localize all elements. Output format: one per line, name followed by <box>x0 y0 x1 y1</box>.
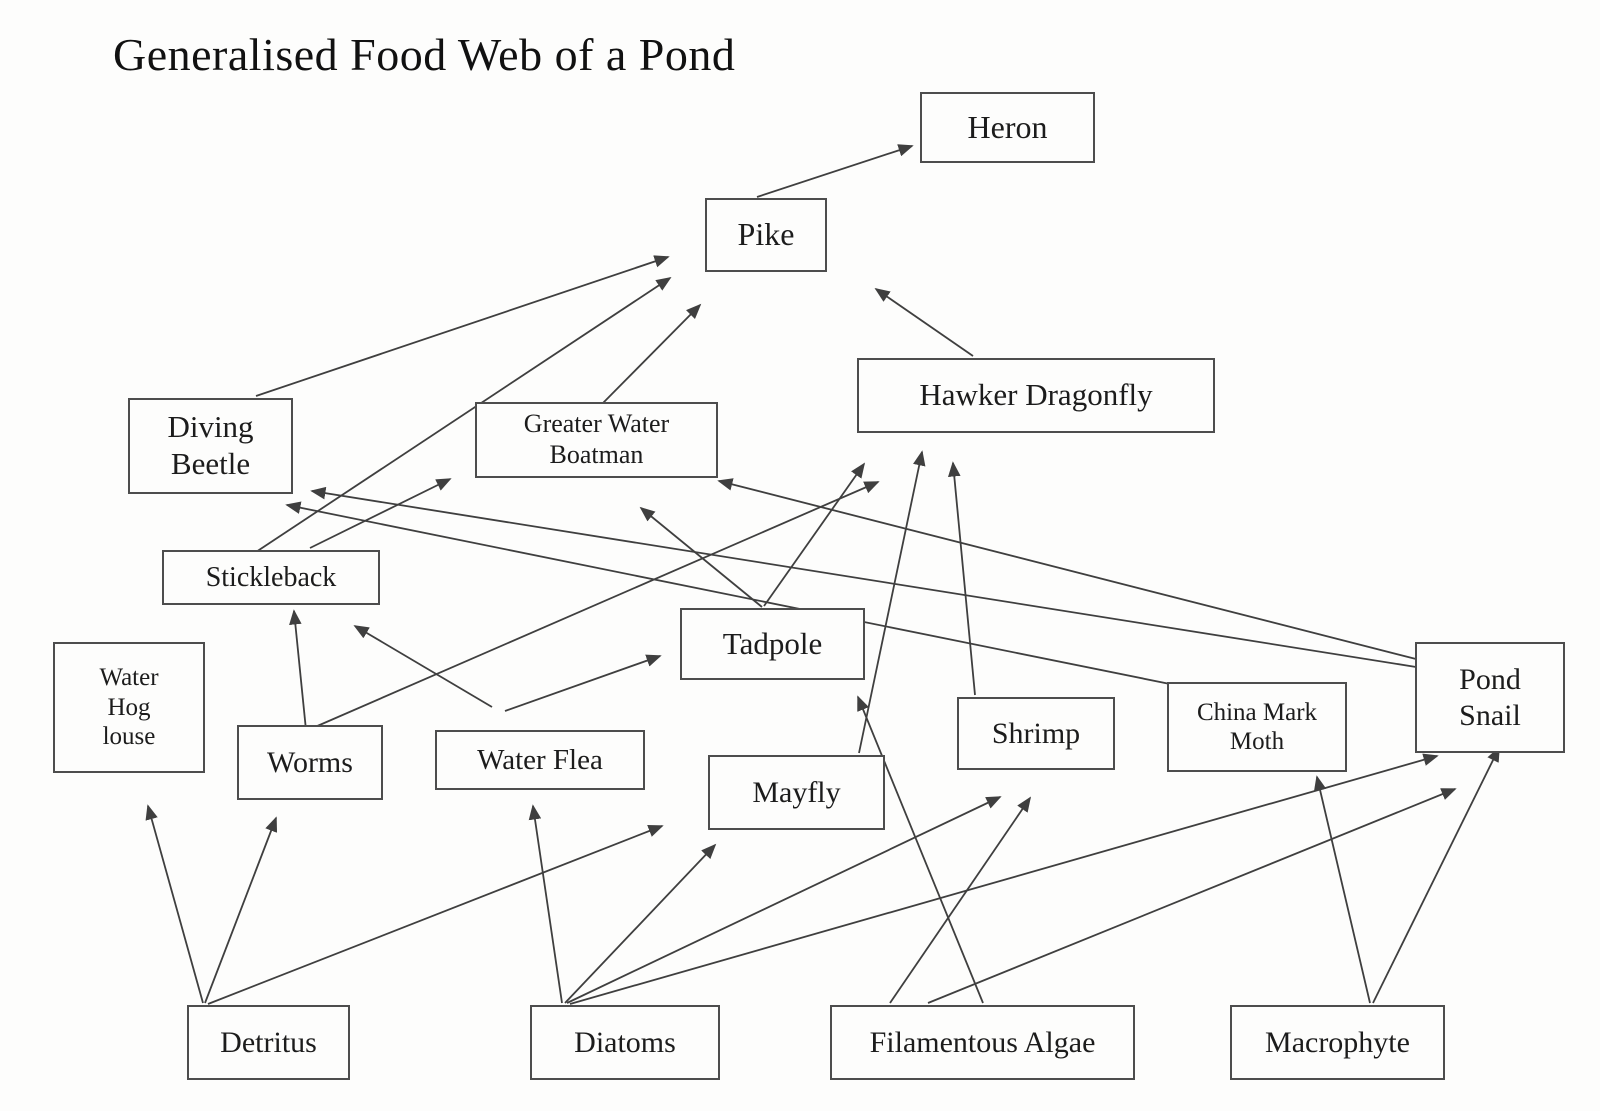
arrow-macrophyte-to-china-mark-moth <box>1313 775 1371 1004</box>
arrow-filamentous-algae-to-shrimp <box>889 796 1032 1004</box>
node-box-greater-water-boatman: Greater Water Boatman <box>475 402 718 478</box>
node-box-shrimp: Shrimp <box>957 697 1115 770</box>
node-box-water-hog-louse: Water Hog louse <box>53 642 205 773</box>
arrow-water-flea-to-stickleback <box>353 625 493 708</box>
arrow-detritus-to-water-hog-louse <box>145 804 204 1004</box>
node-box-pike: Pike <box>705 198 827 272</box>
arrow-mayfly-to-hawker-dragonfly <box>858 450 926 754</box>
arrow-tadpole-to-hawker-dragonfly <box>763 462 866 607</box>
arrow-stickleback-to-greater-water-boatman <box>309 478 452 549</box>
node-box-detritus: Detritus <box>187 1005 350 1080</box>
node-box-mayfly: Mayfly <box>708 755 885 830</box>
arrow-hawker-dragonfly-to-pike <box>874 287 974 357</box>
arrow-pond-snail-to-diving-beetle <box>310 486 1417 668</box>
node-box-filamentous-algae: Filamentous Algae <box>830 1005 1135 1080</box>
arrow-worms-to-hawker-dragonfly <box>314 481 880 728</box>
node-box-diving-beetle: Diving Beetle <box>128 398 293 494</box>
arrow-diatoms-to-water-flea <box>528 804 563 1004</box>
arrow-detritus-to-worms <box>204 816 278 1004</box>
node-box-worms: Worms <box>237 725 383 800</box>
arrow-water-flea-to-tadpole <box>504 654 662 712</box>
arrow-detritus-to-mayfly <box>207 825 664 1005</box>
node-box-heron: Heron <box>920 92 1095 163</box>
arrow-pike-to-heron <box>756 144 914 198</box>
node-box-water-flea: Water Flea <box>435 730 645 790</box>
node-box-macrophyte: Macrophyte <box>1230 1005 1445 1080</box>
arrow-filamentous-algae-to-tadpole <box>857 695 984 1004</box>
arrow-macrophyte-to-pond-snail <box>1372 746 1500 1004</box>
arrow-stickleback-to-pike <box>255 277 672 553</box>
node-box-hawker-dragonfly: Hawker Dragonfly <box>857 358 1215 433</box>
food-web-arrows <box>145 144 1500 1005</box>
arrow-pond-snail-to-greater-water-boatman <box>717 478 1417 660</box>
arrow-greater-water-boatman-to-pike <box>602 303 702 404</box>
arrow-tadpole-to-greater-water-boatman <box>639 506 763 608</box>
node-box-china-mark-moth: China Mark Moth <box>1167 682 1347 772</box>
arrow-filamentous-algae-to-pond-snail <box>927 788 1457 1004</box>
arrow-china-mark-moth-to-diving-beetle <box>285 501 1171 685</box>
arrow-diving-beetle-to-pike <box>255 255 670 397</box>
arrow-diatoms-to-pond-snail <box>569 753 1439 1005</box>
node-box-pond-snail: Pond Snail <box>1415 642 1565 753</box>
arrow-shrimp-to-hawker-dragonfly <box>948 461 976 696</box>
node-box-stickleback: Stickleback <box>162 550 380 605</box>
diagram-title: Generalised Food Web of a Pond <box>113 29 736 80</box>
arrow-diatoms-to-mayfly <box>564 843 717 1004</box>
node-box-diatoms: Diatoms <box>530 1005 720 1080</box>
arrow-worms-to-stickleback <box>289 609 307 731</box>
arrow-diatoms-to-shrimp <box>566 796 1002 1004</box>
node-box-tadpole: Tadpole <box>680 608 865 680</box>
